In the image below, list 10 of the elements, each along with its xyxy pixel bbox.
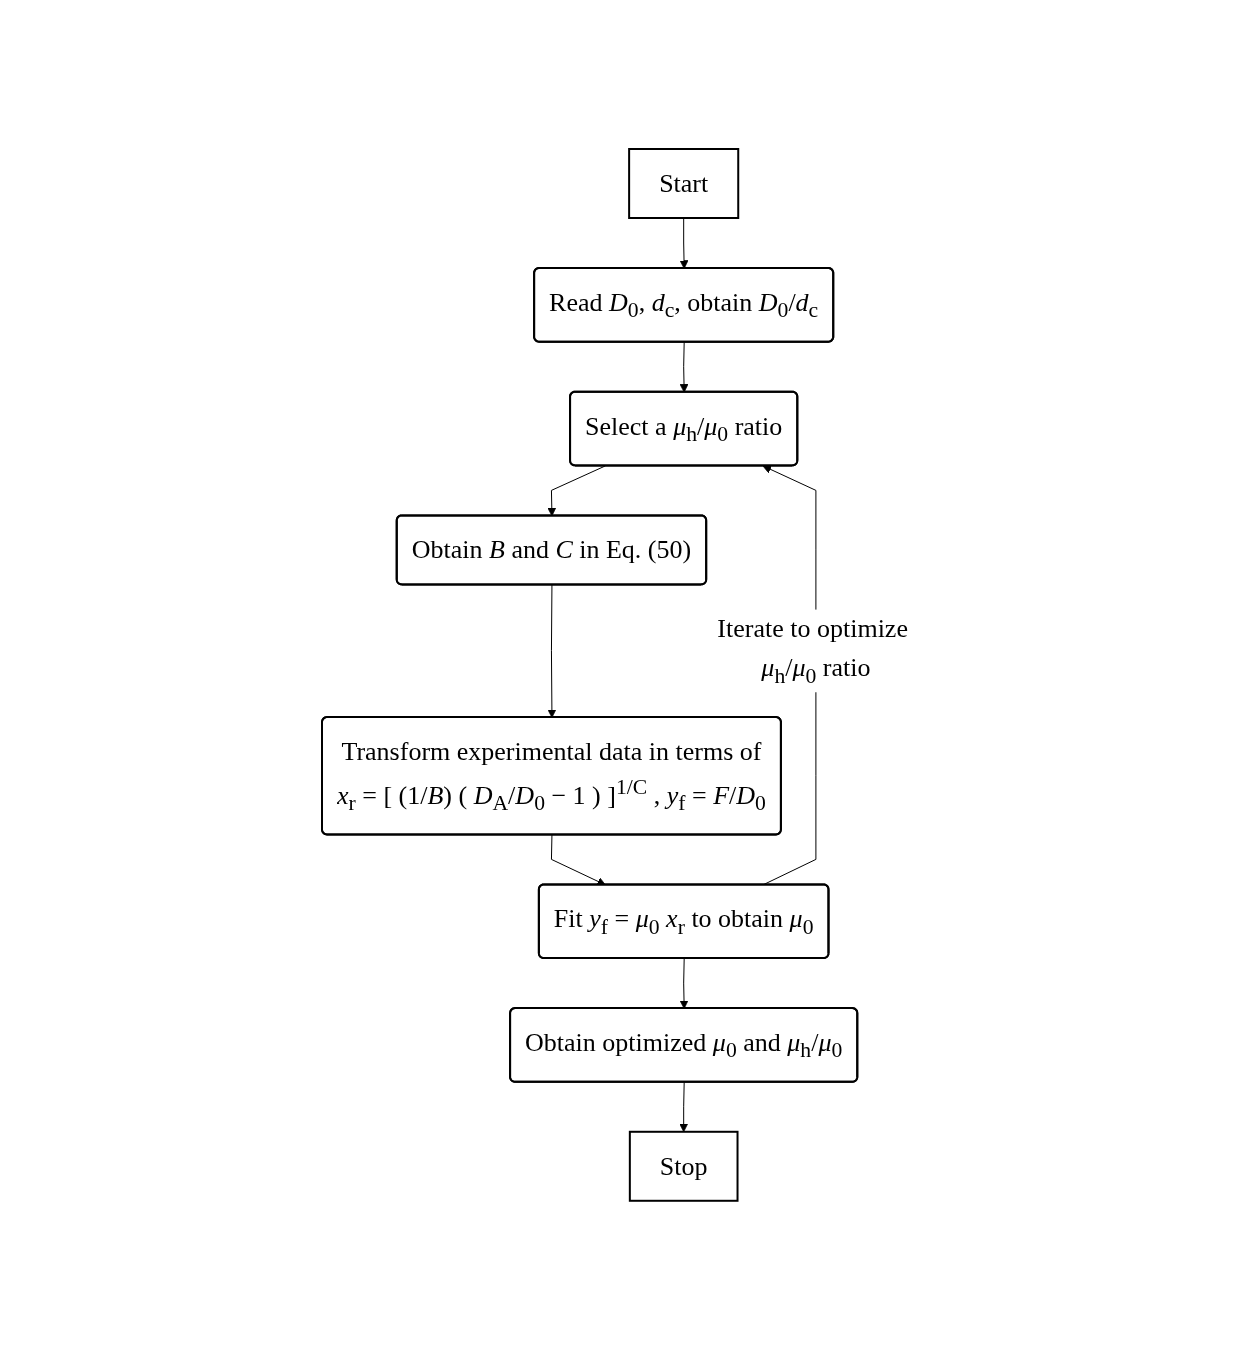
arrow	[679, 958, 689, 1010]
arrow	[679, 341, 689, 393]
arrow	[679, 217, 689, 269]
node-box: Start	[628, 148, 740, 220]
arrow	[547, 465, 606, 517]
arrow	[547, 584, 557, 719]
edge-label: Iterate to optimize μ$_{h}$/μ$_{0}$ ratio	[717, 614, 908, 688]
node-box: Stop	[628, 1130, 739, 1202]
arrow	[679, 1081, 689, 1133]
arrow	[551, 834, 606, 886]
